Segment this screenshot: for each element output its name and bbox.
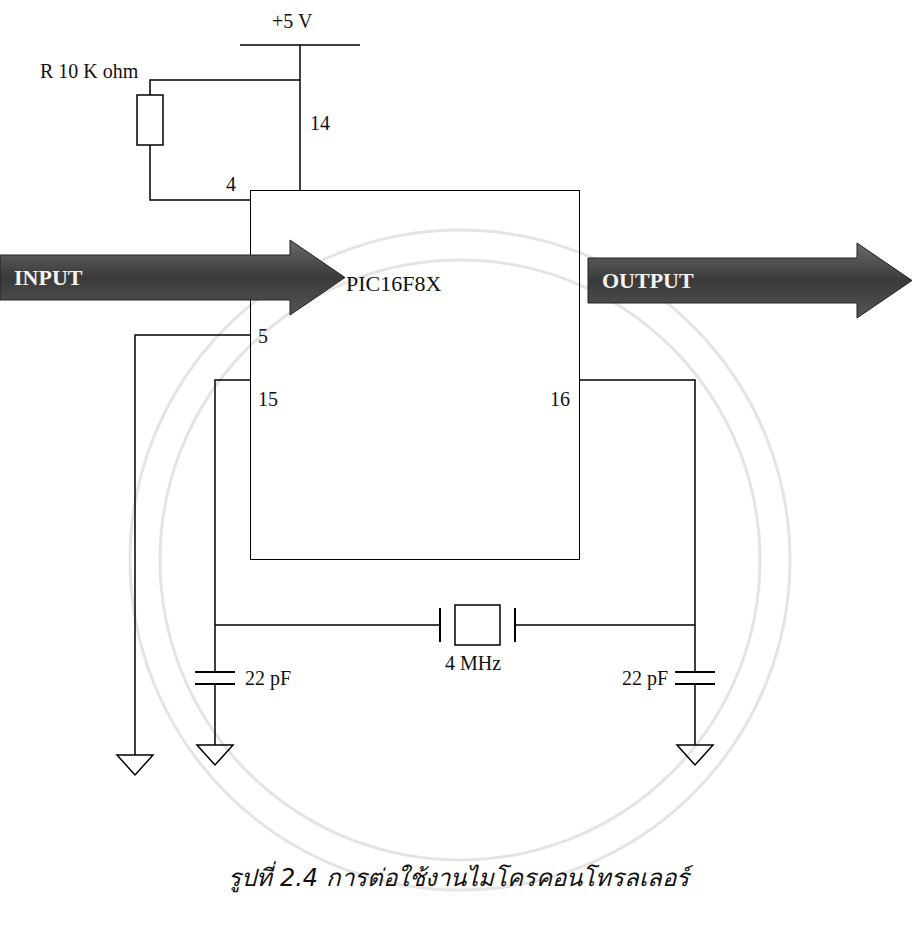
arrow-body (588, 243, 912, 318)
pin-number: 14 (310, 112, 330, 134)
pin-number: 5 (258, 325, 268, 347)
wires (117, 45, 715, 775)
crystal-symbol (455, 605, 500, 645)
arrow-label: OUTPUT (602, 268, 694, 294)
pin-number: 4 (226, 173, 236, 195)
ground-symbol (197, 745, 233, 765)
figure-caption: รูปที่ 2.4 การต่อใช้งานไมโครคอนโทรลเลอร์ (0, 858, 917, 897)
crystal-label: 4 MHz (445, 652, 501, 674)
arrow-label: INPUT (14, 265, 82, 291)
pin-number: 16 (550, 388, 570, 410)
capacitor-label: 22 pF (622, 667, 668, 689)
capacitor-label: 22 pF (245, 667, 291, 689)
pin-number: 15 (258, 388, 278, 410)
ground-symbol (117, 755, 153, 775)
ground-symbol (677, 745, 713, 765)
watermark (130, 230, 790, 890)
arrow-body (0, 240, 345, 315)
input-arrow: INPUT (0, 240, 345, 315)
microcontroller-box: PIC16F8X (250, 190, 580, 560)
resistor-symbol (137, 95, 163, 145)
supply-label: +5 V (272, 10, 312, 32)
chip-name: PIC16F8X (346, 271, 579, 297)
resistor-label: R 10 K ohm (40, 60, 138, 82)
output-arrow: OUTPUT (588, 243, 912, 318)
